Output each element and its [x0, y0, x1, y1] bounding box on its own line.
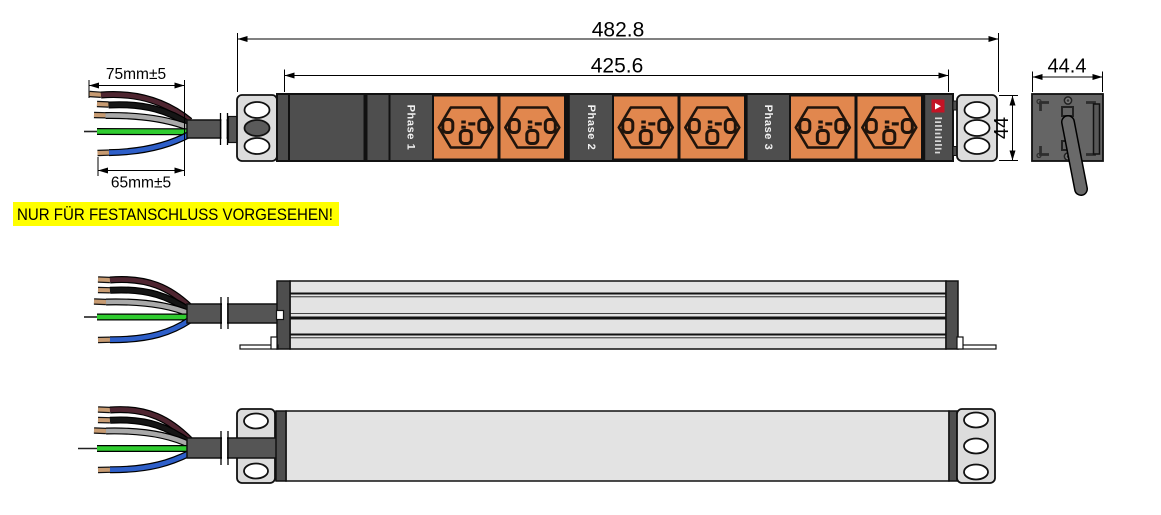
cable-wires-rear	[78, 406, 193, 474]
cable-break-symbol-front	[219, 113, 229, 145]
dimension-rail-width-value: 425.6	[591, 55, 644, 78]
rack-bracket-left	[236, 94, 278, 162]
end-cap-right	[945, 280, 959, 350]
cable-break-symbol-profile	[220, 297, 229, 329]
rack-bracket-right	[956, 94, 998, 162]
cable-wires-front	[84, 90, 193, 157]
rear-view	[78, 406, 996, 484]
bracket-slot	[963, 437, 989, 455]
dimension-rail-width: 425.6	[284, 55, 949, 92]
cable-break-symbol-rear	[220, 431, 229, 465]
brand-wordmark-greeked	[935, 117, 942, 154]
end-cap-right	[948, 410, 958, 482]
front-view: Phase 1 Phase 2 Phase 3	[84, 90, 998, 162]
phase-1-label: Phase 1	[405, 105, 417, 151]
bracket-slot	[243, 101, 271, 119]
cable-shaft-rear	[186, 437, 278, 459]
note-highlight	[13, 202, 339, 226]
end-cap-left	[275, 410, 287, 482]
bracket-slot	[243, 412, 269, 430]
profile-view	[84, 276, 997, 350]
cable-wires-profile	[84, 276, 193, 344]
dimension-overall-width-value: 482.8	[592, 19, 645, 42]
phase-2-label: Phase 2	[585, 105, 597, 151]
dimension-wire-lower-value: 65mm±5	[111, 175, 171, 192]
bracket-slot	[963, 119, 991, 137]
brand-badge	[931, 99, 945, 154]
bracket-slot	[243, 462, 269, 480]
dimension-wire-upper: 75mm±5	[88, 66, 185, 176]
rail-body-profile	[289, 280, 947, 350]
bracket-flange-left	[239, 336, 279, 350]
bracket-slot	[963, 411, 989, 429]
dimension-wire-upper-value: 75mm±5	[106, 66, 166, 83]
bracket-slot	[963, 137, 991, 155]
warning-note: NUR FÜR FESTANSCHLUSS VORGESEHEN!	[13, 202, 339, 226]
socket-group	[432, 94, 923, 161]
bracket-flange-right	[956, 336, 997, 350]
dimension-side-depth-value: 44.4	[1048, 56, 1087, 78]
bracket-slot	[963, 463, 989, 481]
warning-note-text: NUR FÜR FESTANSCHLUSS VORGESEHEN!	[17, 206, 333, 224]
phase-3-label: Phase 3	[762, 105, 774, 151]
end-view	[1031, 93, 1104, 196]
dimension-side-depth: 44.4	[1032, 56, 1103, 92]
dimension-overall-width: 482.8	[237, 19, 999, 92]
bracket-slot	[963, 101, 991, 119]
bracket-slot-cable-entry	[243, 119, 271, 137]
dimension-panel-height-value: 44	[991, 117, 1013, 139]
rail-body-rear	[285, 410, 950, 482]
dimension-wire-lower: 65mm±5	[97, 157, 185, 192]
extrusion-grooves	[290, 292, 946, 339]
bracket-slot	[243, 137, 271, 155]
rack-bracket-right-rear	[956, 408, 996, 484]
cable-shaft-profile	[186, 303, 279, 324]
dimension-panel-height: 44	[991, 95, 1018, 161]
